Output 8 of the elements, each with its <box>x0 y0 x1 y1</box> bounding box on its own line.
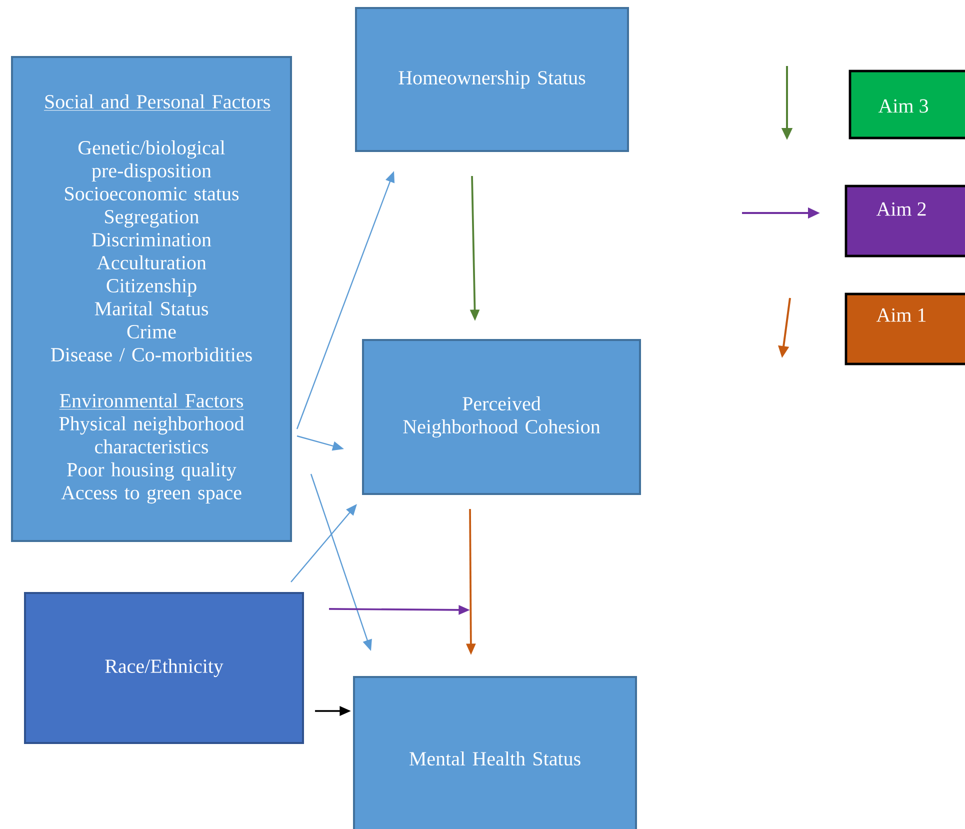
process-box: Race/Ethnicity <box>24 592 304 744</box>
process-box: Homeownership Status <box>355 7 629 152</box>
process-box: Perceived Neighborhood Cohesion <box>362 339 641 495</box>
legend-label: Aim 3 <box>878 99 928 113</box>
legend-label: Aim 1 <box>876 308 926 322</box>
process-box: Mental Health Status <box>353 676 637 829</box>
legend-label: Aim 2 <box>876 202 926 216</box>
factors-box: Social and Personal Factors Genetic/biological pre-disposition Socioeconomic status Segregation Discrimination Acculturation Citizenship Marital Status Crime Disease / Co-morbidities Environmental Factors Physical neighborhood characteristics Poor housing quality Access to green space <box>11 56 292 542</box>
